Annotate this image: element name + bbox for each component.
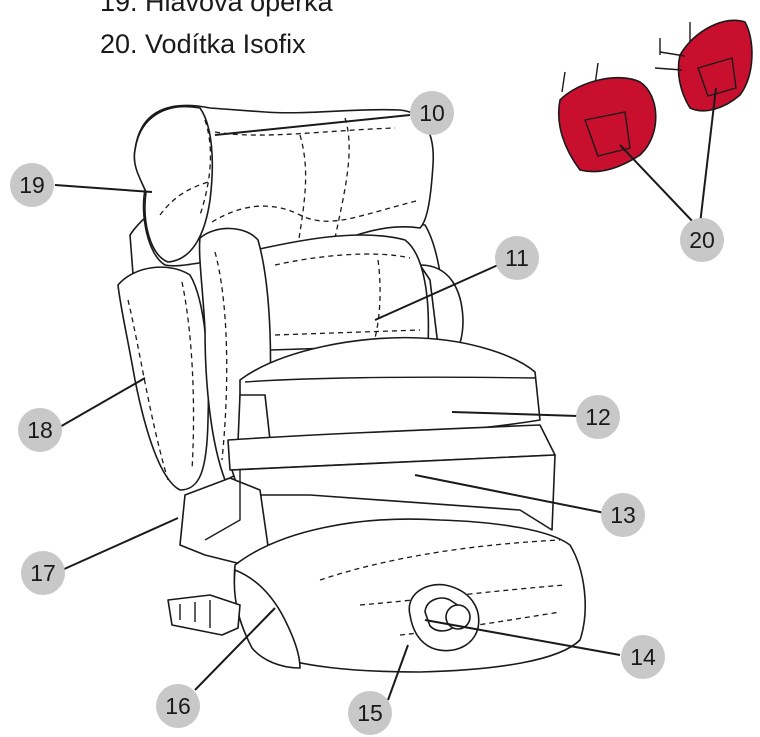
callout-label: 18 — [27, 417, 53, 443]
callout-label: 19 — [19, 172, 45, 198]
callout-16: 16 — [156, 684, 200, 728]
isofix-guides — [557, 19, 753, 173]
back-cushion — [254, 234, 430, 351]
callout-19: 19 — [10, 163, 54, 207]
callout-label: 14 — [630, 644, 656, 670]
impact-shield — [227, 336, 556, 531]
callout-11: 11 — [495, 236, 539, 280]
isofix-latch — [167, 594, 241, 636]
isofix-guide-left — [557, 76, 657, 173]
callout-label: 13 — [610, 502, 636, 528]
legend-item-20: 20. Vodítka Isofix — [100, 29, 306, 59]
callout-label: 10 — [419, 100, 445, 126]
callout-15: 15 — [348, 691, 392, 735]
seat-base — [233, 518, 586, 673]
callout-14: 14 — [621, 635, 665, 679]
callout-12: 12 — [576, 395, 620, 439]
callout-label: 11 — [505, 245, 529, 271]
callout-18: 18 — [18, 408, 62, 452]
callout-label: 15 — [357, 700, 383, 726]
callout-label: 20 — [689, 227, 715, 253]
callout-20: 20 — [680, 218, 724, 262]
callout-label: 17 — [30, 560, 56, 586]
leader-lines — [54, 87, 717, 701]
legend-item-19: 19. Hlavová opěrka — [100, 0, 333, 17]
callout-10: 10 — [410, 91, 454, 135]
headrest — [133, 104, 435, 267]
callout-label: 16 — [165, 693, 191, 719]
callout-17: 17 — [21, 551, 65, 595]
callout-13: 13 — [601, 493, 645, 537]
callout-label: 12 — [585, 404, 611, 430]
